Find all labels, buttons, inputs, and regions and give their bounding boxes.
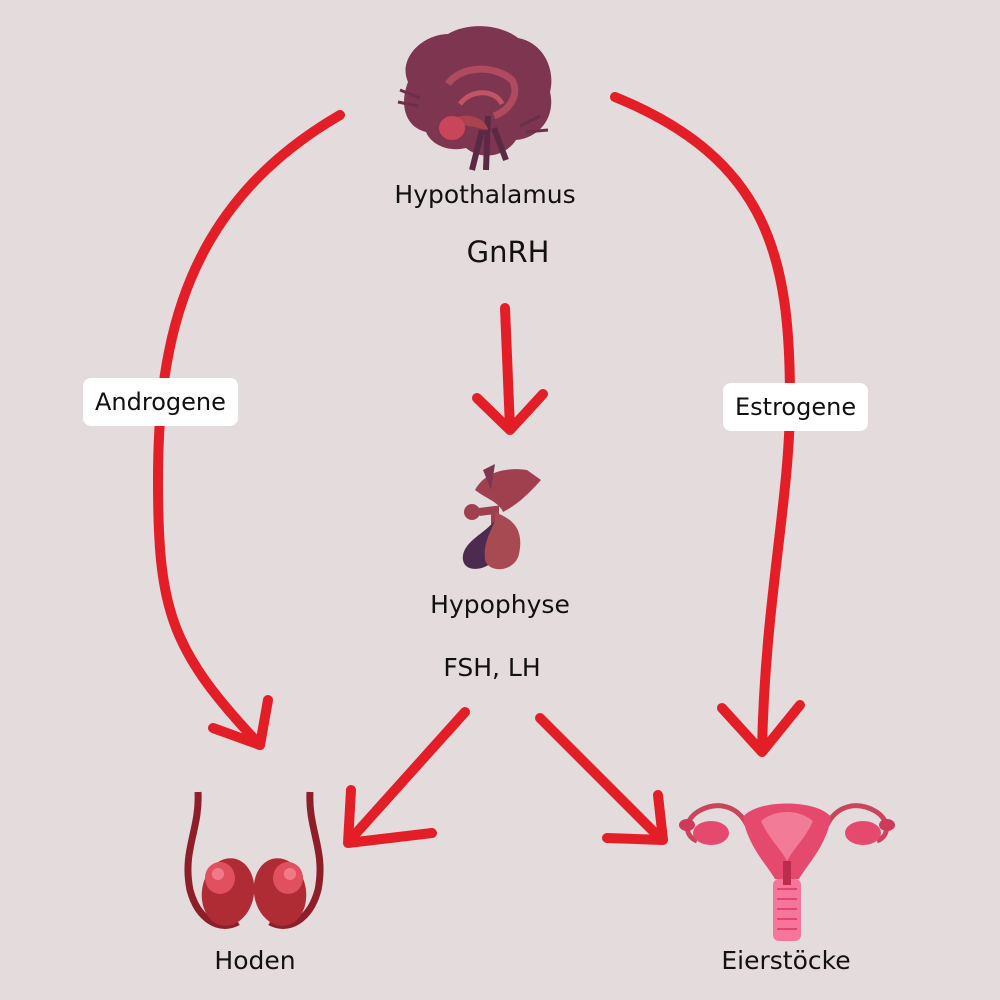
hypothalamus-label: Hypothalamus <box>394 180 576 209</box>
eierstoecke-label: Eierstöcke <box>721 946 851 975</box>
androgene-edge-label: Androgene <box>83 378 238 426</box>
arrowhead-fsh-hoden <box>343 785 437 848</box>
gnrh-label: GnRH <box>466 235 550 269</box>
arrow-fsh-to-eierstoecke <box>535 713 665 843</box>
fsh-lh-label: FSH, LH <box>443 653 541 682</box>
pituitary-gland-icon <box>462 464 541 570</box>
arrowhead-hypophyse <box>472 389 548 435</box>
hypophyse-label: Hypophyse <box>430 590 570 619</box>
arrow-hypothalamus-to-hoden <box>153 110 345 750</box>
arrow-gnrh-to-hypophyse <box>500 303 515 433</box>
hoden-label: Hoden <box>214 946 296 975</box>
arrowhead-eierstoecke <box>717 700 805 757</box>
arrow-fsh-to-hoden <box>345 707 470 845</box>
estrogene-edge-label: Estrogene <box>723 383 869 431</box>
testes-icon <box>184 791 324 929</box>
brain-icon <box>397 26 552 171</box>
arrowhead-fsh-eierstoecke <box>602 790 668 845</box>
arrowhead-hoden <box>208 695 273 750</box>
uterus-ovaries-icon <box>679 803 895 941</box>
